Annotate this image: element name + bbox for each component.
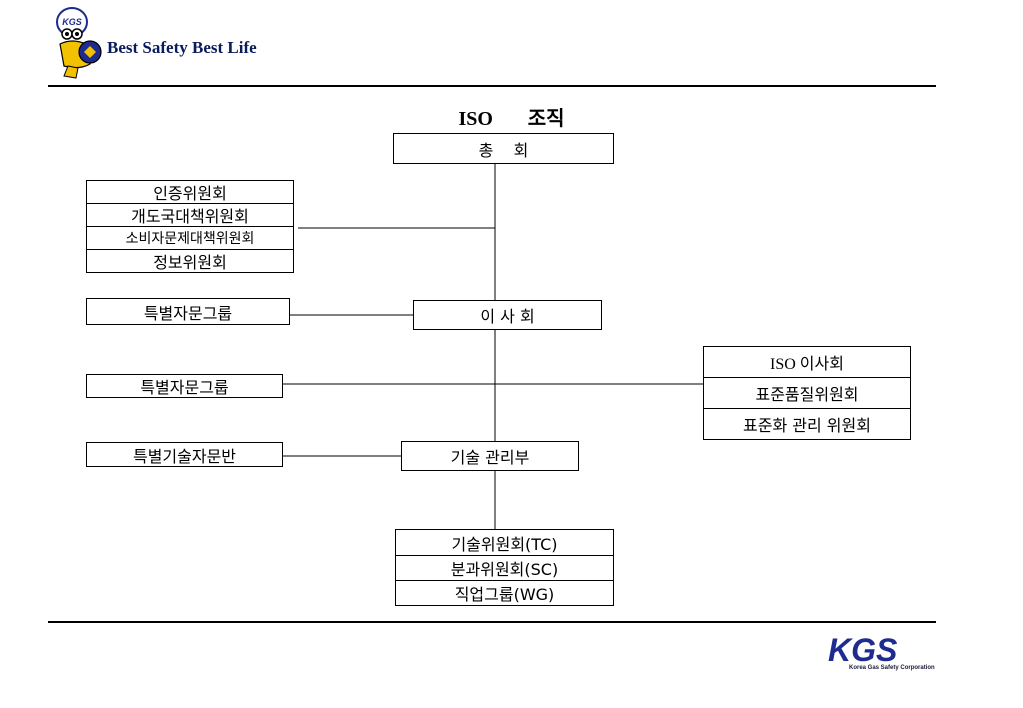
svg-text:KGS: KGS	[62, 17, 82, 27]
council-committees-stack: ISO 이사회 표준품질위원회 표준화 관리 위원회	[703, 346, 911, 440]
committee-item: 개도국대책위원회	[87, 204, 293, 227]
technical-body-item: 직업그룹(WG)	[454, 585, 555, 604]
committees-stack: 인증위원회 개도국대책위원회 소비자문제대책위원회 정보위원회	[86, 180, 294, 273]
tech-management-box: 기술 관리부	[401, 441, 579, 471]
general-assembly-box: 총 회	[393, 133, 614, 164]
page-title: ISO 조직	[0, 102, 1023, 131]
advisory-group-box: 특별자문그룹	[86, 374, 283, 398]
top-divider	[48, 85, 936, 87]
title-en: ISO	[458, 108, 493, 130]
company-name: Korea Gas Safety Corporation	[849, 665, 935, 671]
council-committee-item: 표준품질위원회	[704, 378, 910, 409]
title-ko: 조직	[527, 106, 565, 130]
committee-item: 정보위원회	[153, 253, 227, 272]
technical-body-item: 분과위원회(SC)	[396, 556, 613, 581]
council-committee-item: ISO 이사회	[704, 347, 910, 378]
council-box: 이 사 회	[413, 300, 602, 330]
technical-bodies-stack: 기술위원회(TC) 분과위원회(SC) 직업그룹(WG)	[395, 529, 614, 606]
tagline: Best Safety Best Life	[107, 38, 257, 57]
committee-item: 인증위원회	[87, 181, 293, 204]
mascot-logo: KGS	[50, 4, 106, 80]
svg-text:KGS: KGS	[828, 632, 898, 666]
council-committee-item: 표준화 관리 위원회	[743, 416, 871, 435]
bottom-divider	[48, 621, 936, 623]
committee-item: 소비자문제대책위원회	[87, 227, 293, 250]
tech-advisory-box: 특별기술자문반	[86, 442, 283, 467]
technical-body-item: 기술위원회(TC)	[396, 530, 613, 556]
advisory-group-box: 특별자문그룹	[86, 298, 290, 325]
kgs-logo: KGS	[826, 632, 956, 668]
